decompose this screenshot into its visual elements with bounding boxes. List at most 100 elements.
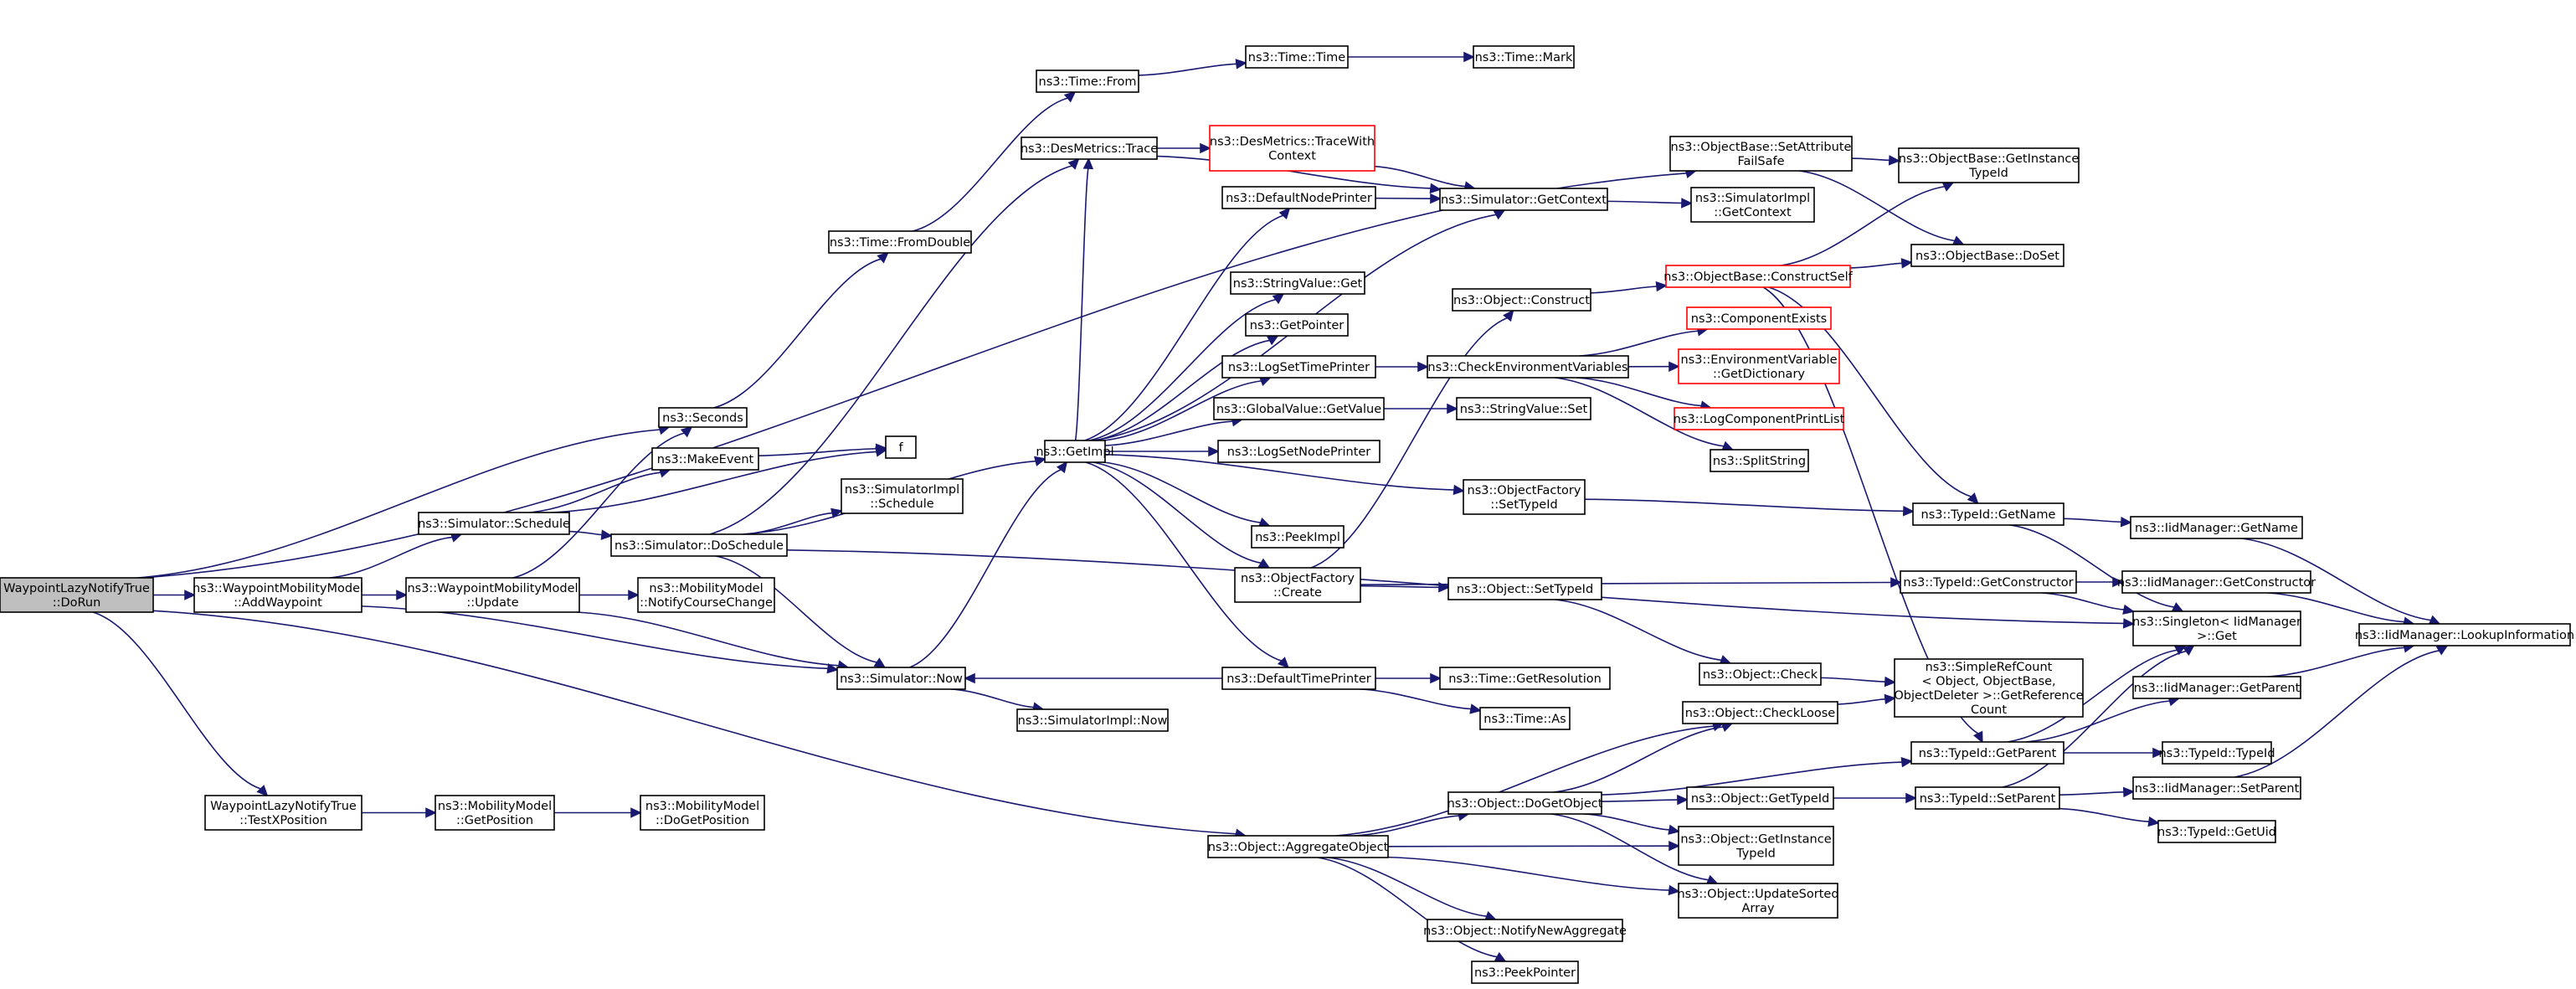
node-desTrace[interactable]: ns3::DesMetrics::Trace [1021,137,1158,160]
node-label: ns3::GlobalValue::GetValue [1216,403,1381,416]
node-defNodePrinter[interactable]: ns3::DefaultNodePrinter [1221,186,1376,209]
edge-aggregateObject-to-notifyNewAgg [1327,857,1498,921]
node-label: ns3::TypeId::GetConstructor [1903,576,2073,590]
node-iidGetName[interactable]: ns3::IidManager::GetName [2130,516,2303,539]
node-label: ns3::ObjectBase::ConstructSelf [1663,270,1853,284]
node-timeTime[interactable]: ns3::Time::Time [1245,45,1349,69]
node-label: ns3::IidManager::GetConstructor [2117,576,2316,590]
edge-getImpl-to-desTrace [1074,157,1094,441]
node-timeGetRes[interactable]: ns3::Time::GetResolution [1439,667,1611,690]
node-objSetTypeId[interactable]: ns3::Object::SetTypeId [1447,577,1602,600]
node-makeEvent[interactable]: ns3::MakeEvent [651,447,759,471]
node-label: ns3::Object::AggregateObject [1208,841,1389,854]
node-notifyNewAgg[interactable]: ns3::Object::NotifyNewAggregate [1423,919,1627,942]
node-seconds[interactable]: ns3::Seconds [658,407,748,428]
node-getPointer[interactable]: ns3::GetPointer [1245,313,1349,337]
node-stringValueSet[interactable]: ns3::StringValue::Set [1456,397,1591,420]
edge-aggregateObject-to-objUpdateSorted [1387,856,1680,896]
node-root[interactable]: WaypointLazyNotifyTrue::DoRun [0,577,154,613]
node-getContext[interactable]: ns3::Simulator::GetContext [1439,188,1608,211]
edge-fromDouble-to-timeFrom [912,90,1077,232]
edge-setAttrFailSafe-to-getInstTypeId [1851,155,1900,166]
node-label: WaypointLazyNotifyTrue [210,800,357,813]
node-defTimePrinter[interactable]: ns3::DefaultTimePrinter [1221,667,1376,690]
node-factoryCreate[interactable]: ns3::ObjectFactory::Create [1234,567,1361,603]
node-doSet[interactable]: ns3::ObjectBase::DoSet [1910,244,2064,267]
node-label: ns3::DefaultTimePrinter [1226,672,1370,686]
node-fromDouble[interactable]: ns3::Time::FromDouble [828,230,972,254]
edge-aggregateObject-to-objCheckLoose [1335,721,1725,837]
node-label: ObjectDeleter >::GetReference [1894,689,2083,703]
node-notifyCourse[interactable]: ns3::MobilityModel::NotifyCourseChange [637,577,775,613]
node-objGetTypeId[interactable]: ns3::Object::GetTypeId [1686,786,1834,810]
node-update[interactable]: ns3::WaypointMobilityModel::Update [405,577,580,613]
node-timeFrom[interactable]: ns3::Time::From [1036,70,1139,93]
edge-now-to-getImpl [909,461,1068,668]
node-typeIdGetName[interactable]: ns3::TypeId::GetName [1912,502,2064,526]
node-simImplNow[interactable]: ns3::SimulatorImpl::Now [1016,708,1169,732]
node-logSetNodePrinter[interactable]: ns3::LogSetNodePrinter [1217,440,1381,463]
node-label: ::Update [466,596,518,610]
edge-objConstruct-to-constructSelf [1590,281,1668,294]
node-objConstruct[interactable]: ns3::Object::Construct [1452,288,1591,312]
node-simImplSchedule[interactable]: ns3::SimulatorImpl::Schedule [841,478,964,514]
node-objCheck[interactable]: ns3::Object::Check [1699,662,1822,686]
node-label: ns3::ObjectBase::GetInstance [1899,152,2080,166]
node-typeIdSetParent[interactable]: ns3::TypeId::SetParent [1915,786,2060,810]
node-peekImpl[interactable]: ns3::PeekImpl [1251,525,1345,549]
node-label: ns3::SplitString [1713,455,1806,468]
node-iidGetCtor[interactable]: ns3::IidManager::GetConstructor [2117,570,2316,594]
node-typeIdTypeId[interactable]: ns3::TypeId::TypeId [2158,741,2275,765]
node-label: >::Get [2197,630,2237,643]
node-label: ns3::Singleton< IidManager [2132,616,2301,629]
node-doSchedule[interactable]: ns3::Simulator::DoSchedule [610,533,788,557]
node-peekPointer[interactable]: ns3::PeekPointer [1471,961,1579,984]
edge-objCheck-to-refCount [1820,676,1896,688]
node-label: ns3::TypeId::GetParent [1919,747,2057,760]
node-logCompPrint[interactable]: ns3::LogComponentPrintList [1674,407,1845,430]
node-iidGetParent[interactable]: ns3::IidManager::GetParent [2132,676,2301,699]
node-testX[interactable]: WaypointLazyNotifyTrue::TestXPosition [204,795,362,831]
node-addWaypoint[interactable]: ns3::WaypointMobilityModel::AddWaypoint [193,577,363,613]
node-timeAs[interactable]: ns3::Time::As [1479,707,1571,730]
edge-doGetObject-to-objGetTypeId [1601,794,1689,806]
node-aggregateObject[interactable]: ns3::Object::AggregateObject [1207,835,1389,858]
edge-aggregateObject-to-peekPointer [1317,857,1507,962]
node-typeIdGetCtor[interactable]: ns3::TypeId::GetConstructor [1900,570,2077,594]
node-iidLookup[interactable]: ns3::IidManager::LookupInformation [2355,623,2574,646]
node-typeIdGetUid[interactable]: ns3::TypeId::GetUid [2157,820,2276,843]
node-getPosition[interactable]: ns3::MobilityModel::GetPosition [434,795,555,831]
node-logSetTimePrinter[interactable]: ns3::LogSetTimePrinter [1221,355,1376,379]
node-label: ns3::Object::CheckLoose [1685,707,1835,720]
node-label: ns3::StringValue::Get [1233,277,1363,291]
node-objCheckLoose[interactable]: ns3::Object::CheckLoose [1682,701,1838,724]
node-constructSelf[interactable]: ns3::ObjectBase::ConstructSelf [1663,265,1854,288]
node-doGetPosition[interactable]: ns3::MobilityModel::DoGetPosition [640,795,765,831]
node-envGetDict[interactable]: ns3::EnvironmentVariable::GetDictionary [1678,348,1840,384]
node-typeIdGetParent[interactable]: ns3::TypeId::GetParent [1910,741,2064,765]
node-refCount[interactable]: ns3::SimpleRefCount< Object, ObjectBase,… [1894,658,2084,718]
node-label: ::GetDictionary [1713,368,1805,381]
node-singletonGet[interactable]: ns3::Singleton< IidManager >::Get [2132,610,2301,646]
node-schedule[interactable]: ns3::Simulator::Schedule [418,512,570,535]
node-simImplGetCtx[interactable]: ns3::SimulatorImpl::GetContext [1690,187,1815,223]
node-doGetObject[interactable]: ns3::Object::DoGetObject [1447,791,1603,815]
node-f[interactable]: f [885,435,917,459]
node-globalValueGet[interactable]: ns3::GlobalValue::GetValue [1213,397,1385,420]
edge-desTrace-to-getContext [1156,155,1442,194]
node-label: ns3::LogSetTimePrinter [1228,361,1370,374]
node-now[interactable]: ns3::Simulator::Now [836,667,966,690]
node-componentExists[interactable]: ns3::ComponentExists [1686,306,1832,330]
node-factorySetTypeId[interactable]: ns3::ObjectFactory::SetTypeId [1463,479,1586,515]
node-iidSetParent[interactable]: ns3::IidManager::SetParent [2132,776,2301,800]
node-checkEnv[interactable]: ns3::CheckEnvironmentVariables [1427,355,1629,379]
node-stringValueGet[interactable]: ns3::StringValue::Get [1230,271,1365,295]
node-timeMark[interactable]: ns3::Time::Mark [1473,45,1575,69]
node-getImpl[interactable]: ns3::GetImpl [1036,440,1114,463]
node-splitString[interactable]: ns3::SplitString [1710,449,1809,472]
